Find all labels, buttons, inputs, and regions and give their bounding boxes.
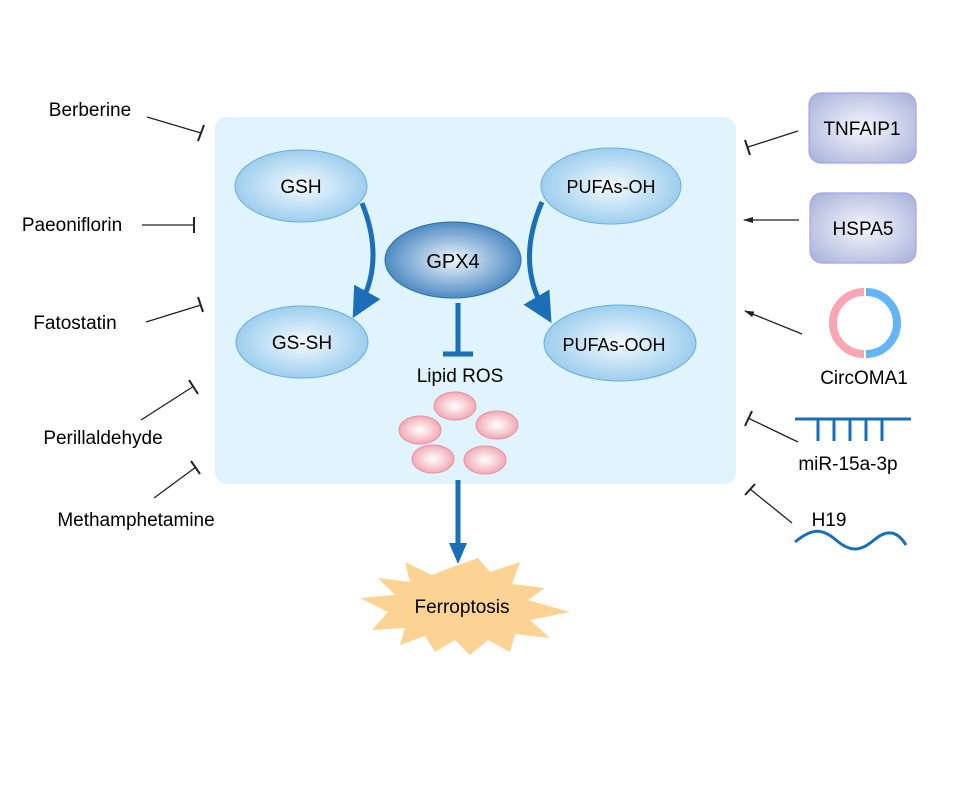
node-gpx4[interactable]: GPX4 <box>384 221 522 299</box>
gsh-label: GSH <box>280 177 321 198</box>
methamphetamine-label: Methamphetamine <box>57 510 214 531</box>
regulator-fatostatin[interactable]: Fatostatin <box>33 296 204 334</box>
pufas-oh-label: PUFAs-OH <box>566 177 655 197</box>
pufas-oh-to-ooh-arrow <box>523 201 552 323</box>
gssh-label: GS-SH <box>272 333 332 354</box>
ros-particle <box>411 444 455 474</box>
node-gsh[interactable]: GSH <box>234 149 368 223</box>
ros-particle <box>433 391 477 421</box>
regulator-berberine[interactable]: Berberine <box>49 100 205 142</box>
regulator-methamphetamine[interactable]: Methamphetamine <box>57 460 215 531</box>
ros-particle <box>398 415 442 445</box>
lipid-ros-label: Lipid ROS <box>417 366 504 387</box>
mir-15a-3p-label: miR-15a-3p <box>798 454 897 475</box>
regulator-tnfaip1[interactable]: TNFAIP1 <box>744 92 917 164</box>
to-ferroptosis-arrow <box>449 480 467 564</box>
regulator-perillaldehyde[interactable]: Perillaldehyde <box>43 379 199 449</box>
ros-particle <box>463 445 507 475</box>
lncrna-icon <box>794 529 908 551</box>
regulator-hspa5[interactable]: HSPA5 <box>743 192 917 264</box>
mirna-icon <box>795 417 911 441</box>
regulator-paeoniflorin[interactable]: Paeoniflorin <box>22 215 195 236</box>
circrna-icon <box>829 288 901 358</box>
gsh-to-gssh-arrow <box>352 202 381 319</box>
ferroptosis-burst[interactable]: Ferroptosis <box>360 558 570 655</box>
pufas-ooh-label: PUFAs-OOH <box>562 335 665 355</box>
tnfaip1-label: TNFAIP1 <box>823 119 900 140</box>
regulator-circoma1[interactable]: CircOMA1 <box>744 288 908 389</box>
regulator-mir-15a-3p[interactable]: miR-15a-3p <box>744 410 911 475</box>
node-pufas-ooh[interactable]: PUFAs-OOH <box>543 304 697 382</box>
perillaldehyde-label: Perillaldehyde <box>43 428 162 449</box>
circoma1-label: CircOMA1 <box>820 368 908 389</box>
node-pufas-oh[interactable]: PUFAs-OH <box>540 147 682 225</box>
fatostatin-label: Fatostatin <box>33 313 116 334</box>
ferroptosis-label: Ferroptosis <box>414 597 509 618</box>
berberine-label: Berberine <box>49 100 131 121</box>
regulator-h19[interactable]: H19 <box>744 483 908 551</box>
lipid-ros-particles <box>398 391 519 475</box>
paeoniflorin-label: Paeoniflorin <box>22 215 122 236</box>
ros-particle <box>475 410 519 440</box>
gpx4-label: GPX4 <box>426 251 479 273</box>
hspa5-label: HSPA5 <box>833 219 894 240</box>
h19-label: H19 <box>812 510 847 531</box>
gpx4-inhibit-bar <box>443 303 473 357</box>
node-gssh[interactable]: GS-SH <box>235 305 369 379</box>
